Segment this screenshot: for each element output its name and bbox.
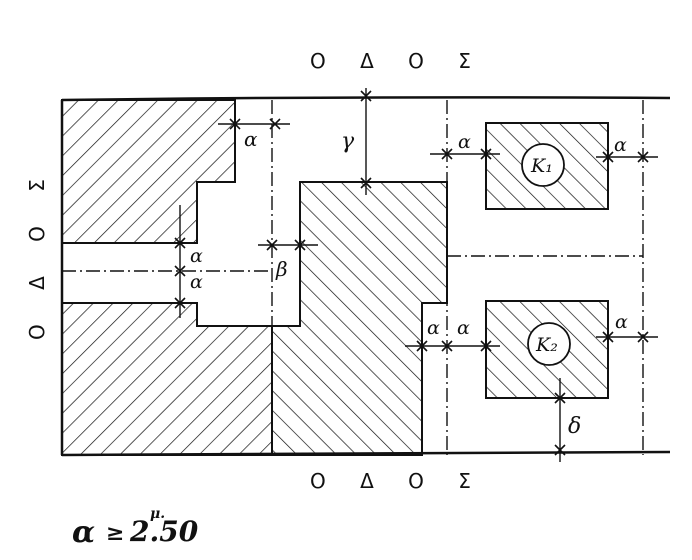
label-gamma: γ (341, 129, 355, 154)
road-label-top: Ο Δ Ο Σ (310, 49, 485, 73)
formula: α ≥ 2.50 μ. (72, 506, 199, 550)
label-delta: δ (568, 414, 581, 439)
road-label-bottom: Ο Δ Ο Σ (310, 469, 485, 493)
building-center (271, 181, 448, 456)
formula-value: 2.50 (129, 515, 199, 548)
label-a-left-lower: α (190, 271, 203, 293)
k1-marker (521, 143, 565, 187)
k1-label: K₁ (530, 155, 553, 177)
label-a-k1-right: α (614, 134, 627, 156)
formula-lhs: α (72, 515, 95, 550)
building-left-bottom (61, 302, 273, 456)
formula-unit: μ. (150, 506, 165, 522)
label-a-k2-right: α (615, 311, 628, 333)
formula-operator: ≥ (106, 520, 124, 546)
label-a-k1-left: α (458, 131, 471, 153)
label-a-k2-left: α (457, 317, 470, 339)
building-left-top (61, 99, 236, 244)
label-a-top-left: α (244, 127, 258, 151)
label-beta: β (275, 257, 288, 281)
plot-boundaries (62, 100, 644, 455)
road-label-left: Ο Δ Ο Σ (25, 165, 49, 340)
k2-marker (527, 322, 571, 366)
label-a-k2-far-left: α (427, 317, 440, 339)
label-a-left-upper: α (190, 245, 203, 267)
dimension-ticks (174, 90, 649, 456)
k2-label: K₂ (535, 334, 558, 356)
dimension-lines (179, 88, 658, 462)
